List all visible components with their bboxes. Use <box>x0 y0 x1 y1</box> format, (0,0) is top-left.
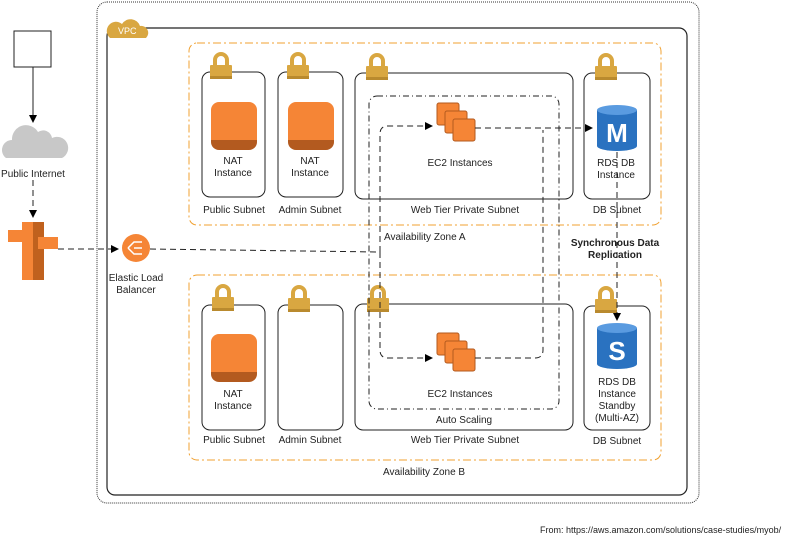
auto-scaling-label: Auto Scaling <box>435 415 493 426</box>
subnet-label: DB Subnet <box>592 436 642 447</box>
subnet-label: Public Subnet <box>203 205 265 216</box>
zone-a-label: Availability Zone A <box>384 232 466 243</box>
internet-gateway-icon <box>8 222 58 280</box>
source-caption: From: https://aws.amazon.com/solutions/c… <box>540 525 782 535</box>
subnet-label: Public Subnet <box>203 435 265 446</box>
subnet-label: Web Tier Private Subnet <box>410 205 520 216</box>
auto-scaling-group <box>368 95 560 410</box>
vpc-box <box>106 27 688 496</box>
zone-b-label: Availability Zone B <box>383 467 466 478</box>
vpc-cloud-icon <box>106 19 149 38</box>
subnet-label: DB Subnet <box>592 205 642 216</box>
ec2-label: EC2 Instances <box>427 389 493 400</box>
user-box[interactable] <box>13 30 52 68</box>
cloud-icon <box>1 125 69 158</box>
rds-standby-icon: S <box>597 323 637 369</box>
svg-text:M: M <box>606 118 628 148</box>
rds-label: RDS DB Instance <box>597 158 635 181</box>
nat-instance-label: NAT Instance <box>214 389 252 412</box>
elb-label: Elastic Load Balancer <box>108 273 164 296</box>
subnet-label: Web Tier Private Subnet <box>410 435 520 446</box>
zone-b <box>188 274 662 461</box>
subnet-label: Admin Subnet <box>278 205 342 216</box>
internet-label: Public Internet <box>1 169 65 180</box>
nat-instance-label: NAT Instance <box>291 156 329 179</box>
nat-instance-label: NAT Instance <box>214 156 252 179</box>
zone-a <box>188 42 662 226</box>
ec2-label: EC2 Instances <box>427 158 493 169</box>
rds-master-icon: M <box>597 105 637 151</box>
subnet-label: Admin Subnet <box>278 435 342 446</box>
replication-label: Synchronous Data Replication <box>570 238 660 261</box>
region-border <box>96 1 700 504</box>
rds-standby-label: RDS DB Instance Standby (Multi-AZ) <box>595 377 639 424</box>
svg-text:S: S <box>608 336 625 366</box>
vpc-label: VPC <box>118 26 137 36</box>
